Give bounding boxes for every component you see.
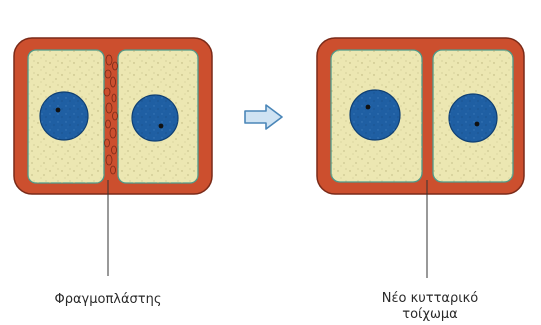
nucleus-left-a	[40, 92, 88, 140]
phragmoplast-label: Φραγμοπλάστης	[55, 292, 162, 307]
right-arrow-icon	[245, 105, 282, 129]
nucleus-right-a	[350, 90, 400, 140]
dividing-cell	[14, 38, 212, 276]
nucleus-right-b	[449, 94, 497, 142]
nucleus-left-b	[132, 95, 178, 141]
new-wall-label-line1: Νέο κυτταρικό	[382, 291, 479, 306]
divided-cell	[317, 38, 524, 278]
new-wall-label-line2: τοίχωμα	[402, 307, 457, 322]
